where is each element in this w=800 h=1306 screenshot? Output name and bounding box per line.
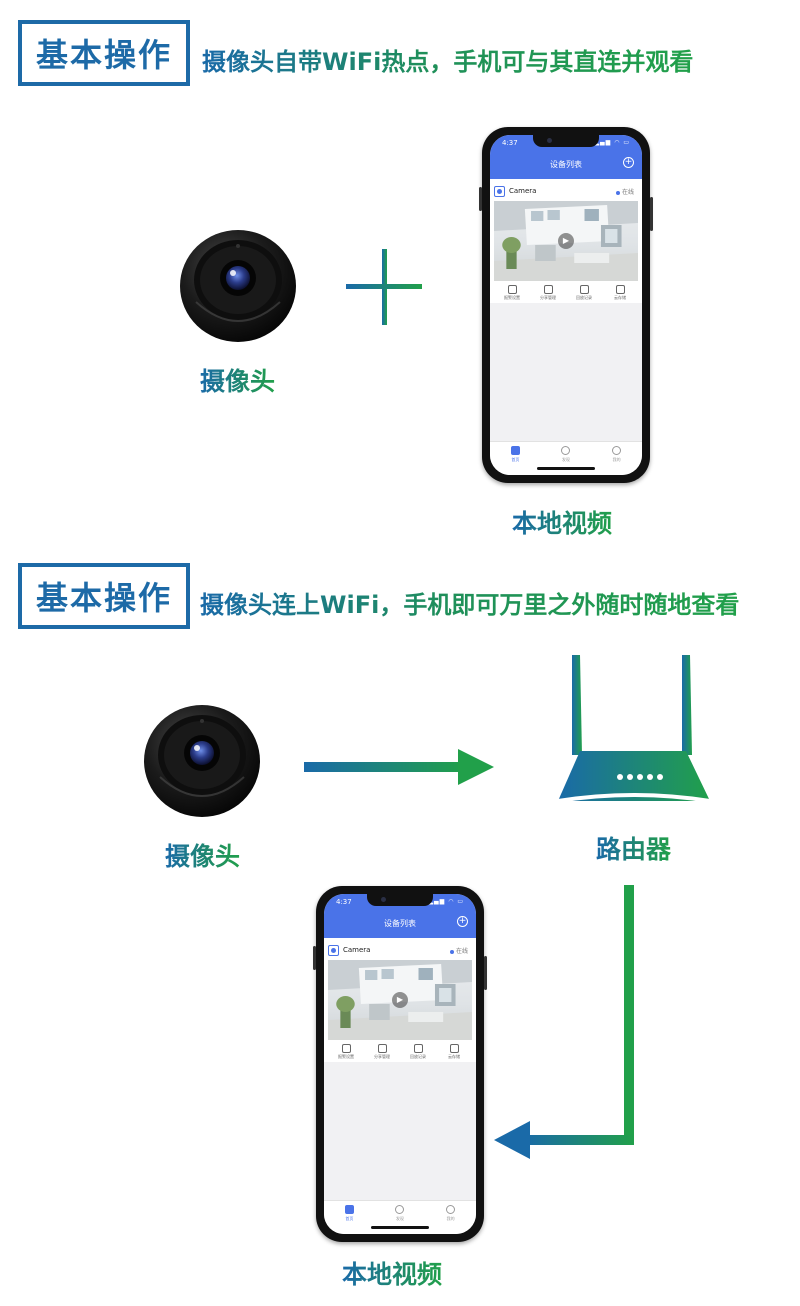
device-avatar-icon xyxy=(494,185,505,197)
heading-text: 基本操作 xyxy=(35,36,172,74)
wifi-router-icon xyxy=(557,655,711,803)
cloud-icon xyxy=(449,1044,459,1053)
home-indicator xyxy=(537,467,595,470)
camera-preview[interactable]: ▶ xyxy=(494,201,638,281)
action-cloud[interactable]: 云存储 xyxy=(603,285,637,301)
action-playback[interactable]: 回放记录 xyxy=(567,285,601,301)
section-remote-view: 基本操作 摄像头连上WiFi，手机即可万里之外随时随地查看 xyxy=(0,545,800,1306)
status-time: 4:37 xyxy=(336,898,352,906)
device-actions: 报警设置 分享管理 回放记录 云存储 xyxy=(328,1040,472,1060)
arrow-down-left-icon xyxy=(494,885,634,1159)
phone: 4:37 ▂▄▆ ◠ ▭ 设备列表 + Camera 在线 xyxy=(313,886,487,1242)
discover-icon xyxy=(561,446,571,455)
action-alarm-settings[interactable]: 报警设置 xyxy=(329,1044,363,1060)
app-header: 4:37 ▂▄▆ ◠ ▭ 设备列表 + xyxy=(490,135,642,179)
device-avatar-icon xyxy=(328,944,339,956)
tab-home[interactable]: 首页 xyxy=(495,446,535,475)
device-card[interactable]: Camera 在线 xyxy=(324,938,476,1062)
tab-label: 我的 xyxy=(612,457,621,462)
subtitle: 摄像头连上WiFi，手机即可万里之外随时随地查看 xyxy=(200,585,739,620)
action-label: 报警设置 xyxy=(338,1054,354,1059)
camera-caption: 摄像头 xyxy=(165,837,240,873)
subtitle: 摄像头自带WiFi热点，手机可与其直连并观看 xyxy=(202,42,693,77)
tab-label: 首页 xyxy=(511,457,520,462)
action-alarm-settings[interactable]: 报警设置 xyxy=(495,285,529,301)
home-icon xyxy=(344,1205,354,1214)
section-direct-connect: 基本操作 摄像头自带WiFi热点，手机可与其直连并观看 xyxy=(0,0,800,545)
alarm-icon xyxy=(507,285,517,294)
phone-screen: 4:37 ▂▄▆ ◠ ▭ 设备列表 + Camera 在线 xyxy=(490,135,642,475)
action-label: 分享管理 xyxy=(374,1054,390,1059)
action-label: 报警设置 xyxy=(504,295,520,300)
playback-icon xyxy=(579,285,589,294)
alarm-icon xyxy=(341,1044,351,1053)
action-label: 云存储 xyxy=(448,1054,460,1059)
device-actions: 报警设置 分享管理 回放记录 云存储 xyxy=(494,281,638,301)
discover-icon xyxy=(395,1205,405,1214)
device-card[interactable]: Camera 在线 xyxy=(490,179,642,303)
device-row: Camera 在线 xyxy=(328,942,472,958)
camera-icon xyxy=(140,697,264,821)
arrow-right-icon xyxy=(304,749,494,785)
heading-box: 基本操作 xyxy=(18,563,190,629)
add-device-icon[interactable]: + xyxy=(623,157,634,168)
camera-icon xyxy=(176,222,300,346)
tab-mine[interactable]: 我的 xyxy=(597,446,637,475)
tab-label: 发现 xyxy=(395,1216,404,1221)
action-label: 回放记录 xyxy=(576,295,592,300)
action-playback[interactable]: 回放记录 xyxy=(401,1044,435,1060)
tab-mine[interactable]: 我的 xyxy=(431,1205,471,1234)
action-label: 回放记录 xyxy=(410,1054,426,1059)
share-icon xyxy=(543,285,553,294)
phone-notch xyxy=(533,135,599,147)
play-icon[interactable]: ▶ xyxy=(392,992,408,1008)
device-row: Camera 在线 xyxy=(494,183,638,199)
heading-text: 基本操作 xyxy=(35,579,172,617)
user-icon xyxy=(612,446,622,455)
camera-preview[interactable]: ▶ xyxy=(328,960,472,1040)
status-icons: ▂▄▆ ◠ ▭ xyxy=(594,139,630,146)
plus-icon xyxy=(346,249,422,325)
cloud-icon xyxy=(615,285,625,294)
camera-caption: 摄像头 xyxy=(200,362,275,398)
action-cloud[interactable]: 云存储 xyxy=(437,1044,471,1060)
home-icon xyxy=(510,446,520,455)
heading-box: 基本操作 xyxy=(18,20,190,86)
phone-caption: 本地视频 xyxy=(342,1255,442,1291)
tab-label: 首页 xyxy=(345,1216,354,1221)
status-time: 4:37 xyxy=(502,139,518,147)
device-status: 在线 xyxy=(450,946,468,955)
playback-icon xyxy=(413,1044,423,1053)
tab-discover[interactable]: 发现 xyxy=(546,446,586,475)
device-name: Camera xyxy=(343,946,371,954)
app-title: 设备列表 xyxy=(384,919,416,928)
tab-home[interactable]: 首页 xyxy=(329,1205,369,1234)
app-title: 设备列表 xyxy=(550,160,582,169)
user-icon xyxy=(446,1205,456,1214)
tab-label: 发现 xyxy=(561,457,570,462)
action-share[interactable]: 分享管理 xyxy=(531,285,565,301)
phone-notch xyxy=(367,894,433,906)
play-icon[interactable]: ▶ xyxy=(558,233,574,249)
router-caption: 路由器 xyxy=(596,830,671,866)
action-label: 云存储 xyxy=(614,295,626,300)
status-icons: ▂▄▆ ◠ ▭ xyxy=(428,898,464,905)
phone-screen: 4:37 ▂▄▆ ◠ ▭ 设备列表 + Camera 在线 xyxy=(324,894,476,1234)
phone: 4:37 ▂▄▆ ◠ ▭ 设备列表 + Camera 在线 xyxy=(479,127,653,483)
share-icon xyxy=(377,1044,387,1053)
add-device-icon[interactable]: + xyxy=(457,916,468,927)
device-status: 在线 xyxy=(616,187,634,196)
tab-discover[interactable]: 发现 xyxy=(380,1205,420,1234)
phone-caption: 本地视频 xyxy=(512,504,612,540)
device-name: Camera xyxy=(509,187,537,195)
home-indicator xyxy=(371,1226,429,1229)
action-share[interactable]: 分享管理 xyxy=(365,1044,399,1060)
action-label: 分享管理 xyxy=(540,295,556,300)
tab-label: 我的 xyxy=(446,1216,455,1221)
